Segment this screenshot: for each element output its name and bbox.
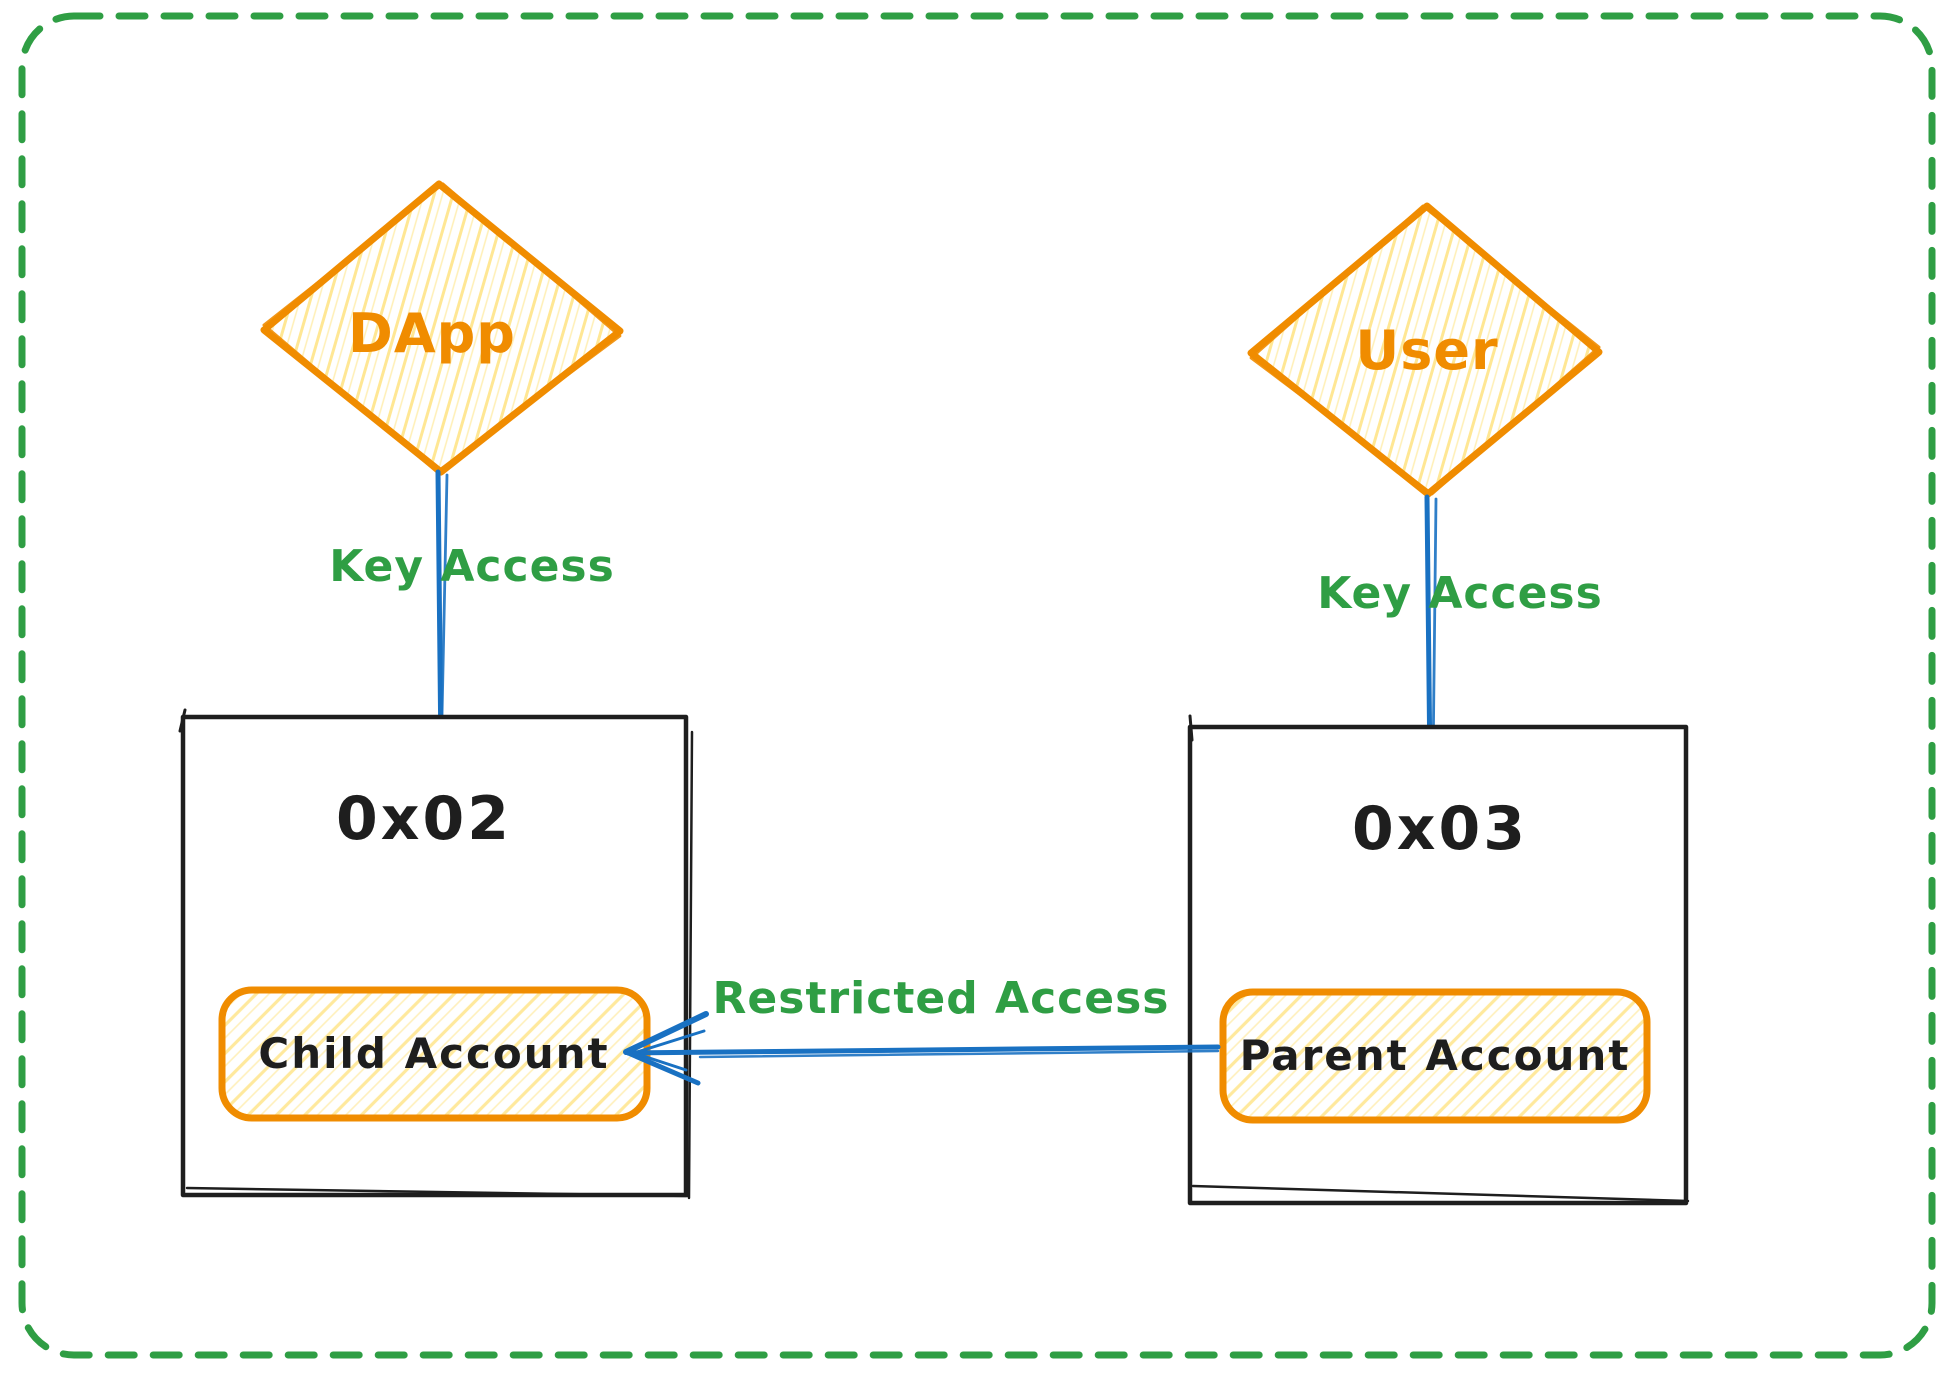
key-access-connector-left (435, 469, 444, 760)
restricted-access-label: Restricted Access (713, 973, 1170, 1024)
account-0x02-address: 0x02 (336, 784, 512, 854)
key-access-edge-user: Key Access (1317, 494, 1603, 774)
key-access-connector-right-sketch (1431, 497, 1438, 768)
canvas-dashed-border (18, 12, 1936, 1359)
key-access-label-left: Key Access (329, 541, 615, 592)
dapp-actor: DApp (260, 180, 624, 476)
account-0x03-address: 0x03 (1352, 794, 1528, 864)
restricted-access-edge: Restricted Access (623, 973, 1221, 1086)
arrowhead-upper-barb-sketch (632, 1029, 706, 1055)
arrowhead-lower-barb-sketch (632, 1051, 688, 1072)
parent-account-rect (1219, 988, 1651, 1124)
account-0x02-sketch-right (687, 730, 694, 1200)
user-diamond-sketch-stroke (1249, 204, 1601, 496)
user-actor: User (1247, 202, 1603, 498)
parent-account-box: Parent Account (1219, 988, 1651, 1124)
account-box-0x03: 0x03 Parent Account (1187, 714, 1690, 1206)
restricted-access-line-sketch (698, 1049, 1220, 1059)
account-0x02-sketch-corner (178, 708, 187, 733)
account-0x03-sketch-corner (1188, 714, 1194, 742)
account-0x03-rect (1187, 724, 1689, 1206)
account-0x02-sketch-bottom (185, 1186, 690, 1198)
child-account-label: Child Account (258, 1029, 609, 1078)
account-0x03-sketch-bottom (1191, 1184, 1690, 1203)
arrowhead-lower-barb (623, 1049, 701, 1086)
child-account-box: Child Account (218, 986, 651, 1122)
restricted-access-line (625, 1044, 1221, 1056)
user-label: User (1355, 319, 1498, 382)
parent-account-label: Parent Account (1240, 1031, 1631, 1080)
key-access-connector-left-sketch (440, 473, 449, 718)
key-access-edge-dapp: Key Access (329, 469, 615, 760)
key-access-label-right: Key Access (1317, 568, 1603, 619)
account-box-0x02: 0x02 Child Account (178, 708, 694, 1200)
arrowhead-upper-barb (623, 1011, 709, 1055)
dapp-label: DApp (348, 302, 516, 365)
